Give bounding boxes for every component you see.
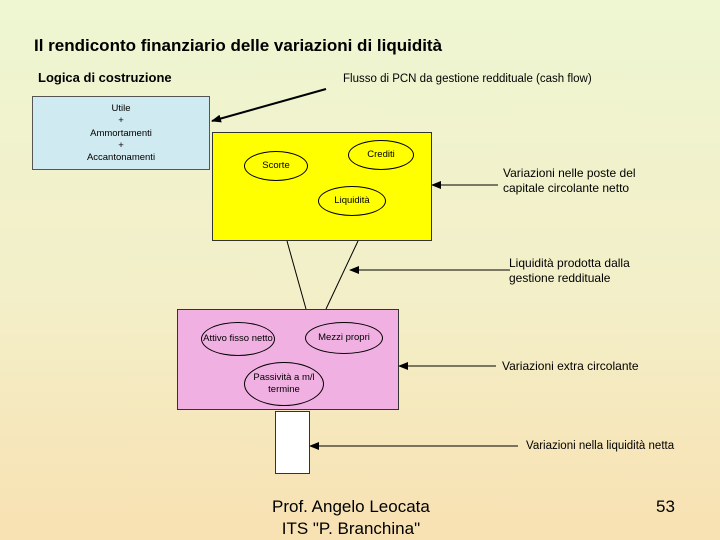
footer: Prof. Angelo Leocata ITS "P. Branchina" [272, 496, 430, 540]
income-components-box: Utile + Ammortamenti + Accantonamenti [32, 96, 210, 170]
accantonamenti-text: Accantonamenti [86, 152, 156, 164]
passivita-ellipse: Passività a m/l termine [244, 362, 324, 406]
author-name: Prof. Angelo Leocata [272, 497, 430, 516]
ammortamenti-text: Ammortamenti [90, 127, 152, 139]
variazioni-ccn-label: Variazioni nelle poste del capitale circ… [503, 166, 636, 195]
flow-label: Flusso di PCN da gestione reddituale (ca… [343, 73, 592, 85]
passivita-label: Passività a m/l termine [253, 372, 315, 395]
variazioni-liquidita-label: Variazioni nella liquidità netta [526, 440, 675, 452]
scorte-label: Scorte [262, 160, 290, 171]
liquidita-prodotta-label: Liquidità prodotta dalla gestione reddit… [509, 256, 630, 285]
variazioni-extra-label: Variazioni extra circolante [502, 359, 639, 373]
crediti-label: Crediti [367, 149, 395, 160]
liquidita-label: Liquidità [334, 195, 370, 206]
slide-subtitle: Logica di costruzione [38, 70, 172, 85]
utile-text: Utile [111, 103, 131, 114]
slide-title: Il rendiconto finanziario delle variazio… [34, 36, 443, 55]
plus-text: + [118, 115, 124, 127]
plus-text: + [118, 139, 124, 151]
left-connector [286, 240, 307, 310]
cash-flow-arrow [211, 88, 327, 123]
school-name: ITS "P. Branchina" [281, 519, 421, 538]
attivo-fisso-ellipse: Attivo fisso netto [201, 322, 275, 356]
page-number: 53 [656, 497, 675, 516]
mezzi-propri-label: Mezzi propri [318, 332, 370, 343]
scorte-ellipse: Scorte [244, 151, 308, 181]
right-connector [325, 240, 359, 310]
mezzi-propri-ellipse: Mezzi propri [305, 322, 383, 354]
attivo-fisso-label: Attivo fisso netto [203, 333, 273, 344]
liquidita-ellipse: Liquidità [318, 186, 386, 216]
crediti-ellipse: Crediti [348, 140, 414, 170]
